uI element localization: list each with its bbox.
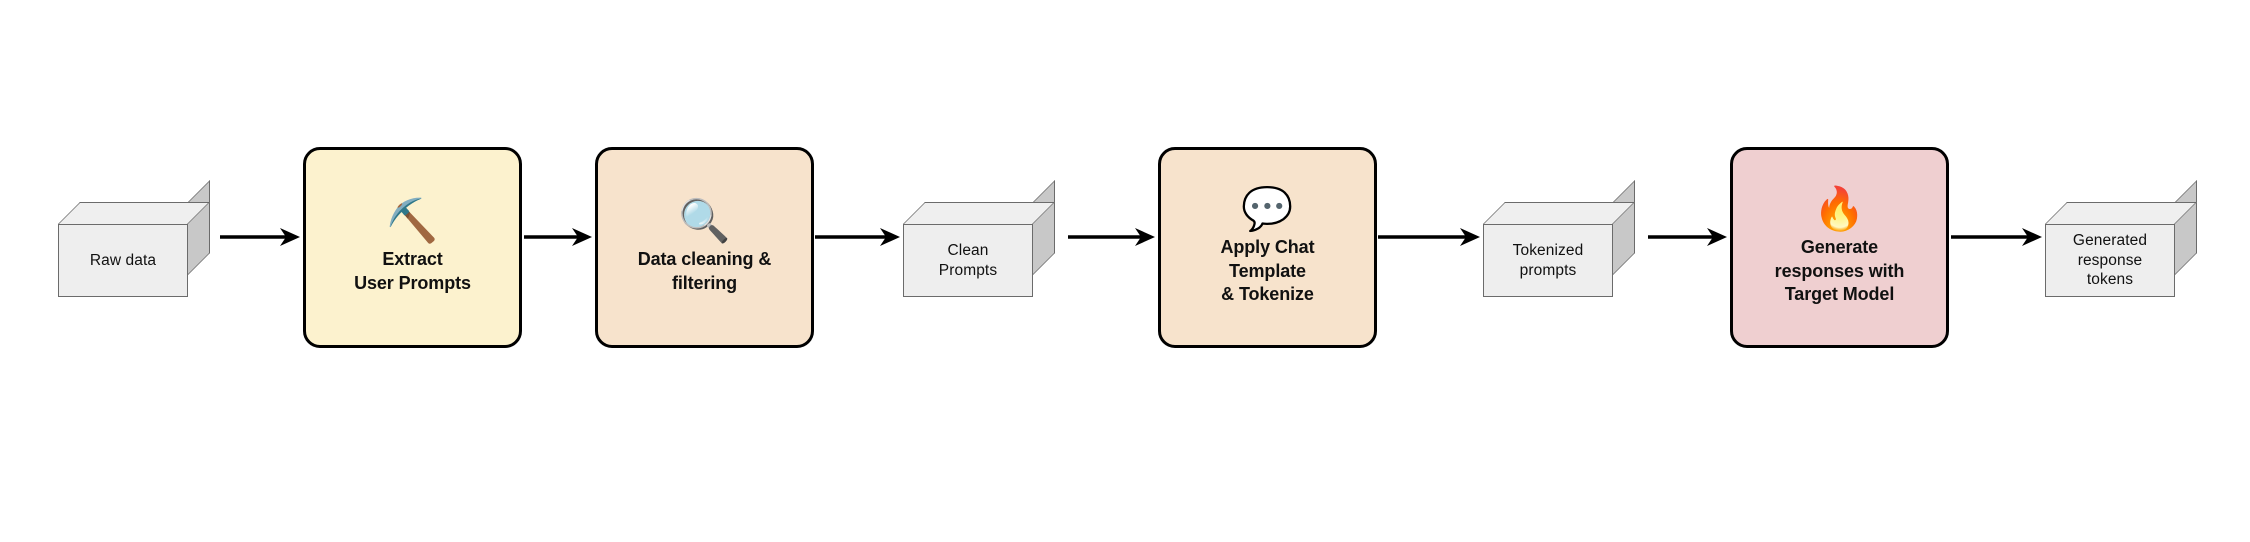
flow-arrow	[815, 226, 900, 248]
flow-arrow	[1648, 226, 1727, 248]
cuboid-side-face	[1033, 180, 1055, 275]
process-label: Data cleaning &filtering	[637, 249, 772, 293]
flow-arrow	[1378, 226, 1480, 248]
cuboid-side-face	[2175, 180, 2197, 275]
cuboid-side-face	[1613, 180, 1635, 275]
cuboid-top-face	[903, 202, 1055, 224]
pickaxe-icon: ⛏️	[386, 197, 439, 245]
cuboid-front-face	[903, 224, 1033, 297]
fire-icon: 🔥	[1813, 185, 1866, 233]
cuboid-front-face	[2045, 224, 2175, 297]
data-store-label: Raw data	[89, 251, 157, 269]
flow-arrow	[1951, 226, 2042, 248]
cuboid-front-face	[58, 224, 188, 297]
magnifying-glass-icon: 🔍	[678, 197, 731, 245]
flow-arrow	[220, 226, 300, 248]
speech-balloon-icon: 💬	[1241, 185, 1294, 233]
process-data-cleaning-filtering[interactable]: 🔍Data cleaning &filtering	[595, 147, 814, 348]
cuboid-top-face	[2045, 202, 2197, 224]
data-store-raw-data: Raw data	[58, 180, 210, 297]
cuboid-top-face	[1483, 202, 1635, 224]
flow-arrow	[524, 226, 592, 248]
cuboid-top-face	[58, 202, 210, 224]
cuboid-front-face	[1483, 224, 1613, 297]
flow-arrow	[1068, 226, 1155, 248]
cuboid-side-face	[188, 180, 210, 275]
